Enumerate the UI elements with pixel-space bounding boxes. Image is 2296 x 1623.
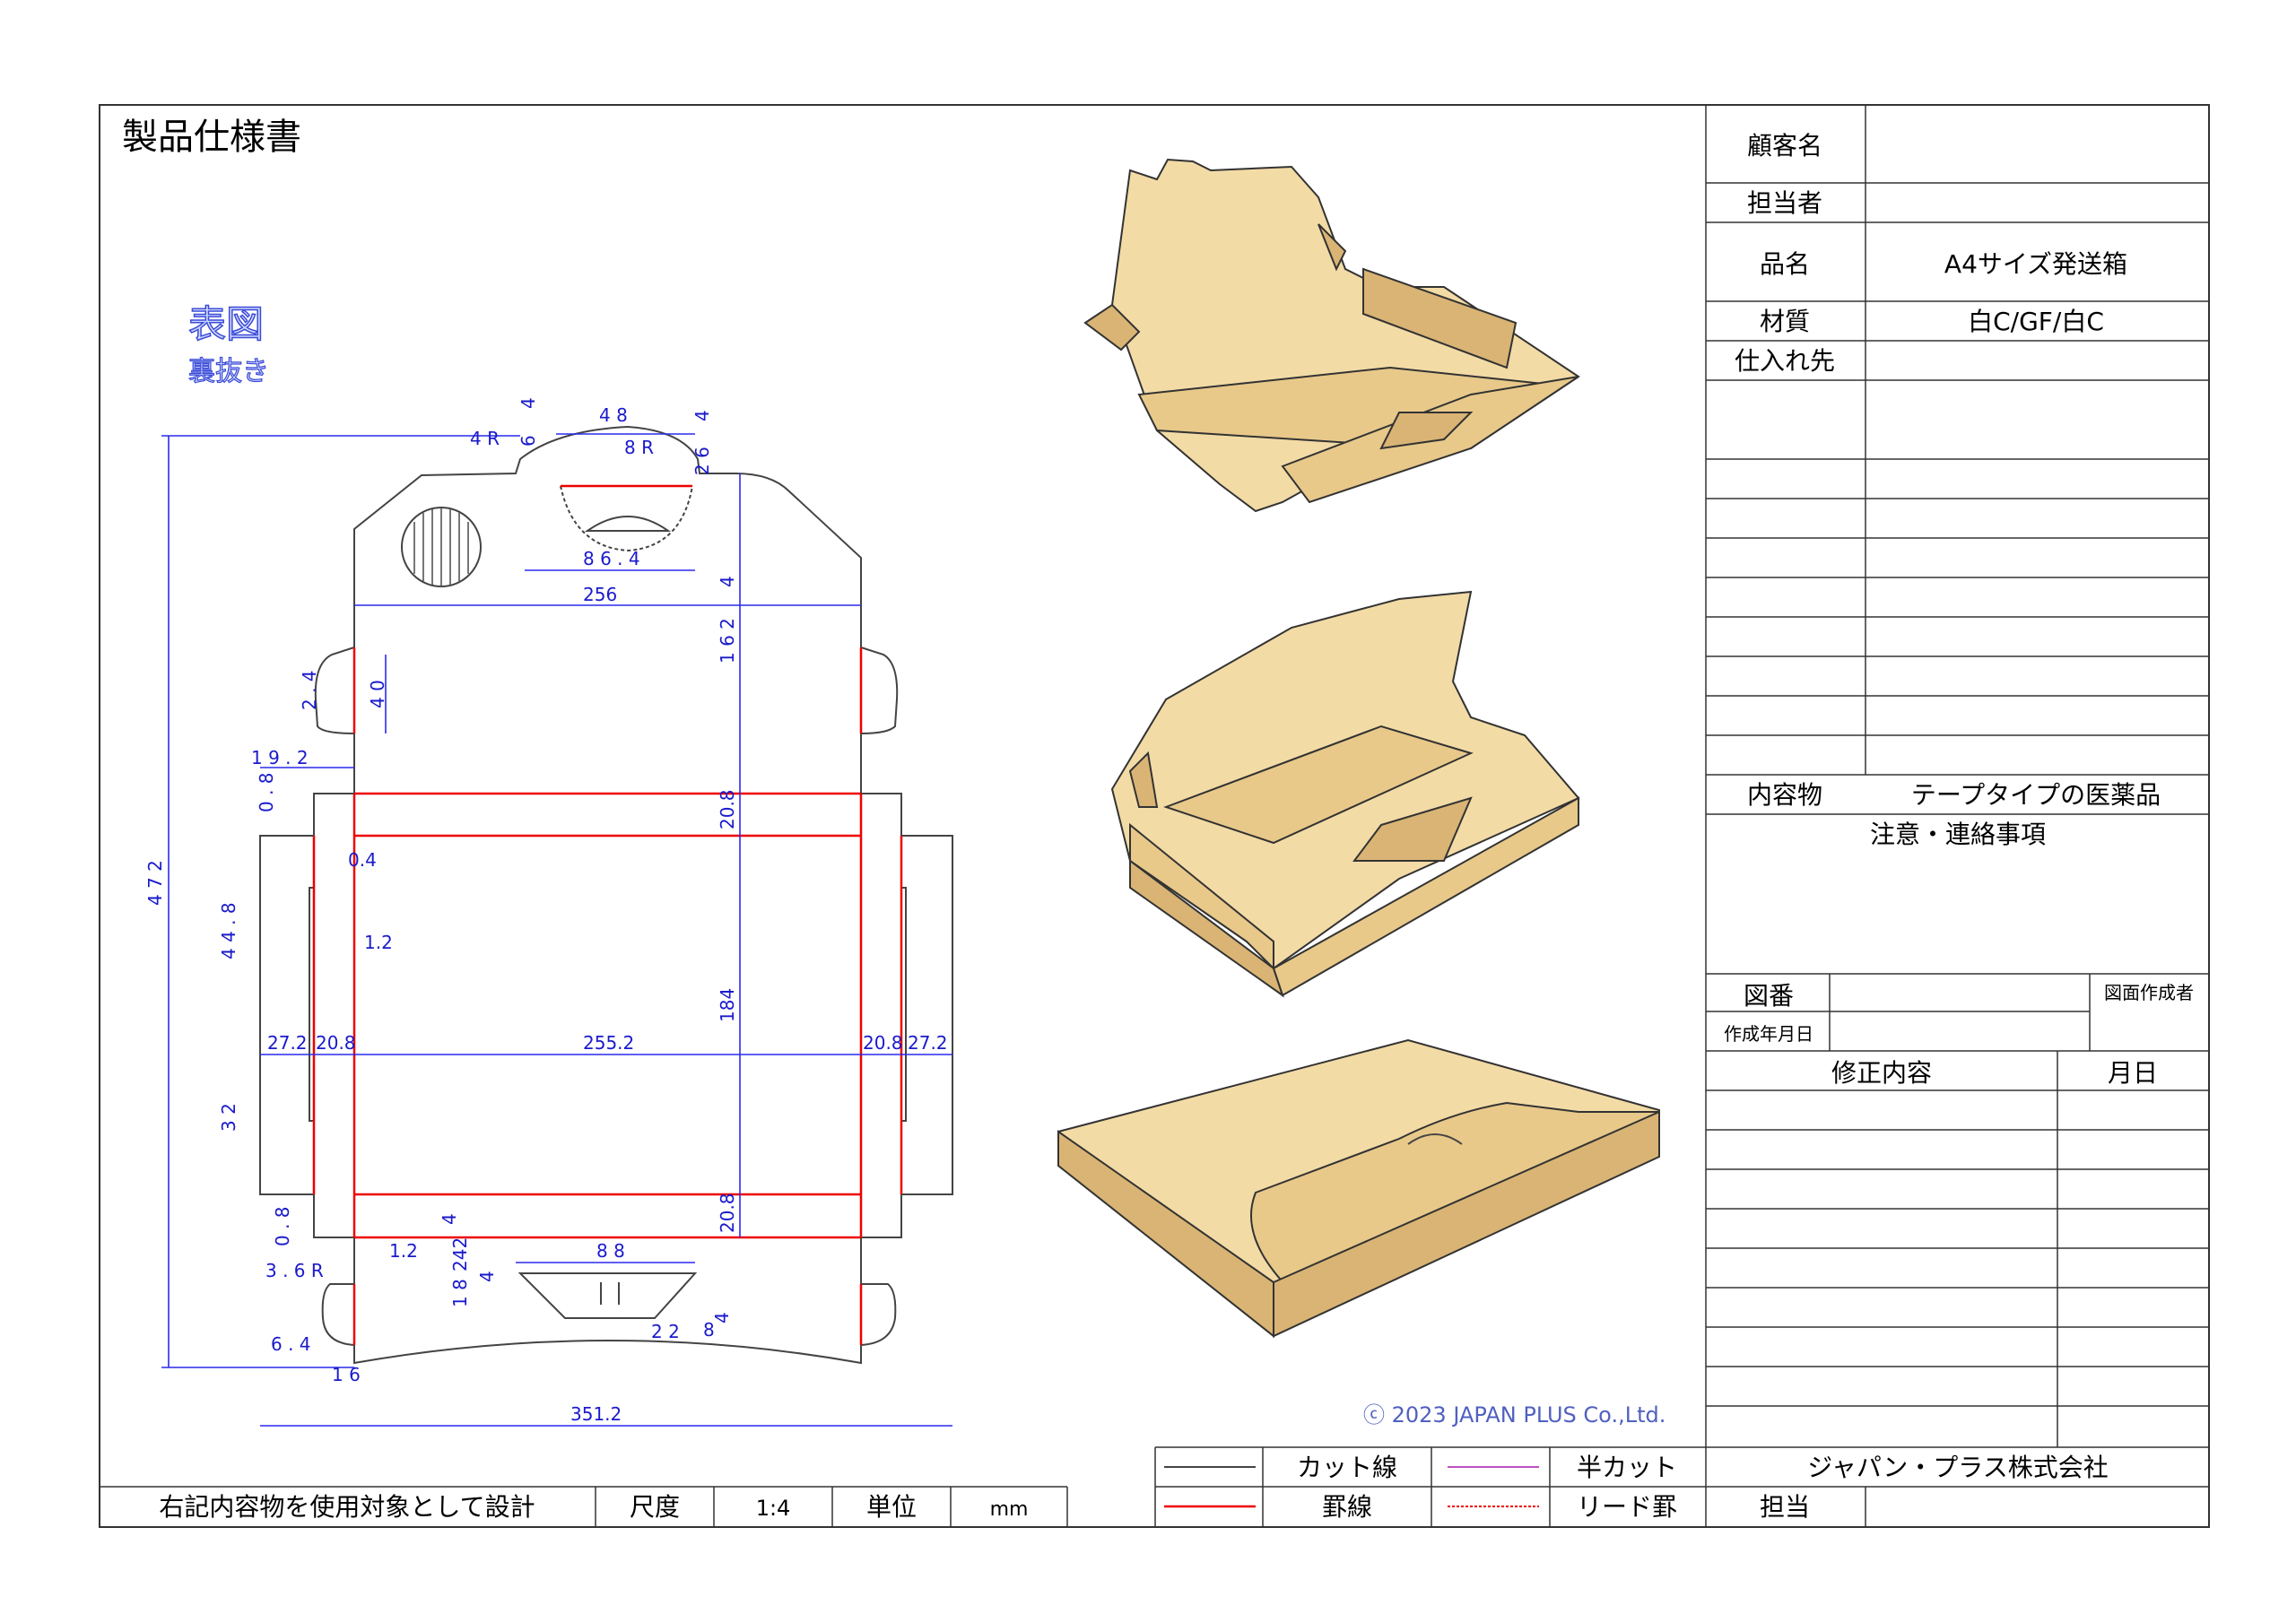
dim-20-8-bottom: 20.8 <box>717 1193 738 1233</box>
dim-32: 3 2 <box>218 1103 239 1132</box>
dim-48: 4 8 <box>599 404 628 426</box>
drawing-by-label: 図面作成者 <box>2104 982 2194 1003</box>
dim-255-2: 255.2 <box>583 1032 634 1054</box>
dim-4-hole: 4 <box>476 1271 498 1282</box>
crease-lines <box>312 484 903 1345</box>
dim-27-2-left: 27.2 <box>267 1032 308 1054</box>
legend-halfcut-label: 半カット <box>1577 1453 1677 1482</box>
dim-86-4: 8 6 . 4 <box>583 548 640 569</box>
dim-8: 8 <box>703 1319 715 1341</box>
supplier-label: 仕入れ先 <box>1735 346 1835 376</box>
copyright: ⓒ 2023 JAPAN PLUS Co.,Ltd. <box>1363 1402 1665 1428</box>
legend-cut-label: カット線 <box>1297 1453 1397 1482</box>
dim-4-bottom: 4 <box>439 1213 460 1225</box>
customer-label: 顧客名 <box>1747 131 1822 161</box>
company-name: ジャパン・プラス株式会社 <box>1807 1453 2108 1482</box>
dim-27-2-right: 27.2 <box>908 1032 948 1054</box>
dim-184: 184 <box>717 988 738 1022</box>
tantou-label: 担当 <box>1760 1492 1810 1522</box>
info-table-grid <box>99 106 2210 1528</box>
unit-value: mm <box>990 1498 1029 1521</box>
revision-label: 修正内容 <box>1831 1058 1932 1088</box>
date-label: 作成年月日 <box>1724 1023 1813 1045</box>
dim-4-top: 4 <box>517 397 539 409</box>
dim-20-8-right: 20.8 <box>863 1032 903 1054</box>
dimension-lines <box>161 433 952 1427</box>
dim-242: 242 <box>449 1237 471 1271</box>
dim-256: 256 <box>583 584 617 605</box>
person-label: 担当者 <box>1747 188 1822 218</box>
unit-label: 単位 <box>866 1492 917 1522</box>
legend-lead-label: リード罫 <box>1577 1492 1677 1522</box>
content-label: 内容物 <box>1747 780 1822 810</box>
dim-8r: 8 R <box>624 437 654 458</box>
dim-16: 1 6 <box>332 1364 361 1385</box>
dim-4-hole-right: 4 <box>711 1312 733 1324</box>
box-view-closed <box>1057 1038 1660 1339</box>
product-value: A4サイズ発送箱 <box>1944 249 2127 279</box>
dim-6-4: 6 . 4 <box>271 1333 311 1355</box>
dim-4r: 4 R <box>470 428 500 449</box>
month-day-label: 月日 <box>2108 1058 2158 1088</box>
dim-351-2: 351.2 <box>570 1403 622 1425</box>
dim-0-8-bottom: 0 . 8 <box>272 1206 293 1246</box>
dim-22: 2 2 <box>651 1321 680 1342</box>
view-label: 表図 <box>188 302 264 346</box>
dim-4-right: 4 <box>691 410 713 421</box>
dim-40: 4 0 <box>367 680 388 708</box>
content-value: テープタイプの医薬品 <box>1911 780 2161 810</box>
dim-1-2-bottom: 1.2 <box>389 1240 418 1262</box>
scale-value: 1:4 <box>756 1496 791 1521</box>
design-note: 右記内容物を使用対象として設計 <box>159 1492 535 1522</box>
notes-label: 注意・連絡事項 <box>1870 820 2046 849</box>
view-sublabel: 裏抜き <box>188 356 269 387</box>
dim-162: 1 6 2 <box>717 618 738 664</box>
dim-0-8-top: 0 . 8 <box>256 772 277 812</box>
product-label: 品名 <box>1760 249 1810 279</box>
dim-44-8: 4 4 . 8 <box>218 902 239 959</box>
legend-crease-label: 罫線 <box>1322 1492 1372 1522</box>
info-table-texts: 顧客名 担当者 品名 A4サイズ発送箱 材質 白C/GF/白C 仕入れ先 内容物… <box>159 131 2194 1522</box>
dim-19-2: 1 9 . 2 <box>251 747 309 768</box>
dim-18: 1 8 <box>449 1279 471 1307</box>
dim-1-2-mid: 1.2 <box>364 932 393 953</box>
dim-26: 2 6 <box>691 447 713 475</box>
dim-2-4: 2 . 4 <box>299 670 320 710</box>
material-label: 材質 <box>1760 307 1810 336</box>
dim-3-6r: 3 . 6 R <box>265 1260 324 1281</box>
dim-20-8-left: 20.8 <box>316 1032 356 1054</box>
spec-sheet-frame <box>99 104 2210 1528</box>
material-value: 白C/GF/白C <box>1968 307 2104 336</box>
dim-20-8-top: 20.8 <box>717 789 738 829</box>
die-cut-outline <box>259 425 953 1365</box>
dim-472: 4 7 2 <box>144 860 166 906</box>
drawing-no-label: 図番 <box>1744 981 1794 1011</box>
dim-88: 8 8 <box>596 1240 625 1262</box>
box-view-open-flat <box>1083 158 1580 513</box>
dim-6: 6 <box>517 435 539 447</box>
scale-label: 尺度 <box>630 1492 680 1522</box>
dim-4-side: 4 <box>717 576 738 587</box>
dim-0-4: 0.4 <box>348 849 377 871</box>
box-view-half-closed <box>1110 590 1580 998</box>
vent-hatch <box>413 508 469 586</box>
sheet-title: 製品仕様書 <box>122 117 301 158</box>
